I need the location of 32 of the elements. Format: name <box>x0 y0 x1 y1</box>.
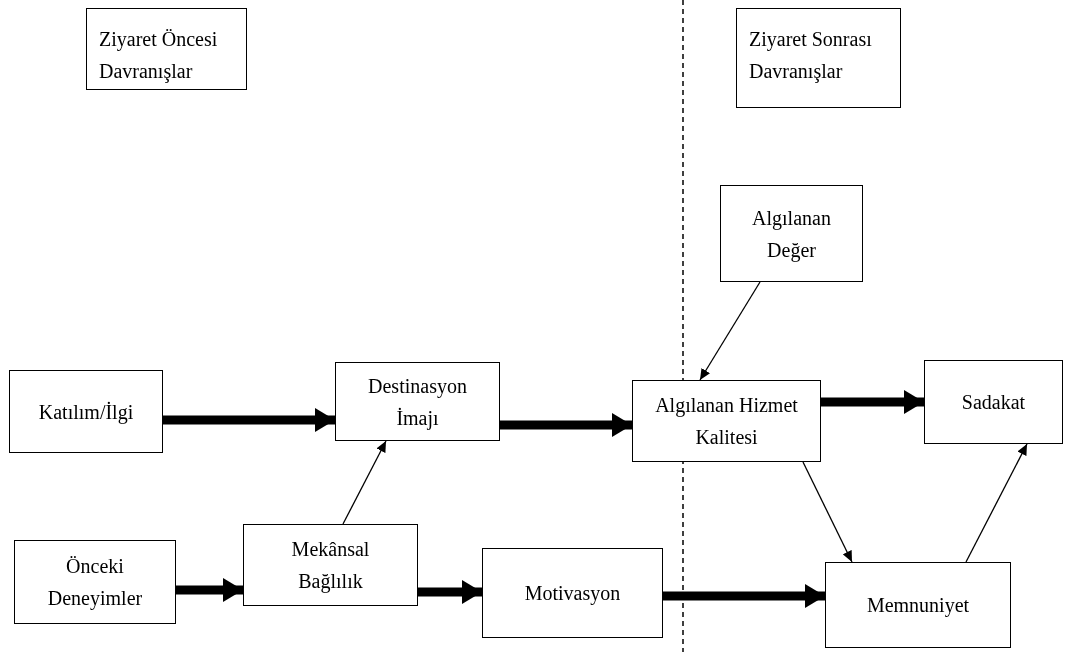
box-label: Destinasyon İmajı <box>367 373 468 432</box>
concept-box <box>14 540 176 624</box>
arrow <box>965 443 1028 563</box>
concept-box <box>736 8 901 108</box>
concept-box <box>825 562 1011 648</box>
box-label: Ziyaret Sonrası Davranışlar <box>749 27 873 85</box>
arrow <box>802 461 853 563</box>
concept-box <box>335 362 500 441</box>
thick-arrow <box>500 413 632 437</box>
concept-box <box>9 370 163 453</box>
thick-arrow <box>176 578 243 602</box>
thick-arrow <box>821 390 924 414</box>
box-label: Motivasyon <box>524 581 621 607</box>
box-label: Sadakat <box>961 390 1026 415</box>
thick-arrow <box>418 580 482 604</box>
box-label: Mekânsal Bağlılık <box>290 537 371 595</box>
arrow <box>342 440 387 525</box>
concept-box <box>720 185 863 282</box>
concept-box <box>632 380 821 462</box>
thick-arrow <box>663 584 825 608</box>
thick-arrow <box>163 408 335 432</box>
box-label: Ziyaret Öncesi Davranışlar <box>99 27 219 85</box>
concept-box <box>924 360 1063 444</box>
arrow <box>699 281 761 381</box>
box-label: Algılanan Değer <box>751 205 832 264</box>
concept-box <box>86 8 247 90</box>
box-label: Katılım/İlgi <box>38 399 134 426</box>
concept-box <box>482 548 663 638</box>
box-label: Önceki Deneyimler <box>46 554 144 612</box>
concept-box <box>243 524 418 606</box>
box-label: Algılanan Hizmet Kalitesi <box>654 393 799 450</box>
box-label: Memnuniyet <box>866 593 970 619</box>
